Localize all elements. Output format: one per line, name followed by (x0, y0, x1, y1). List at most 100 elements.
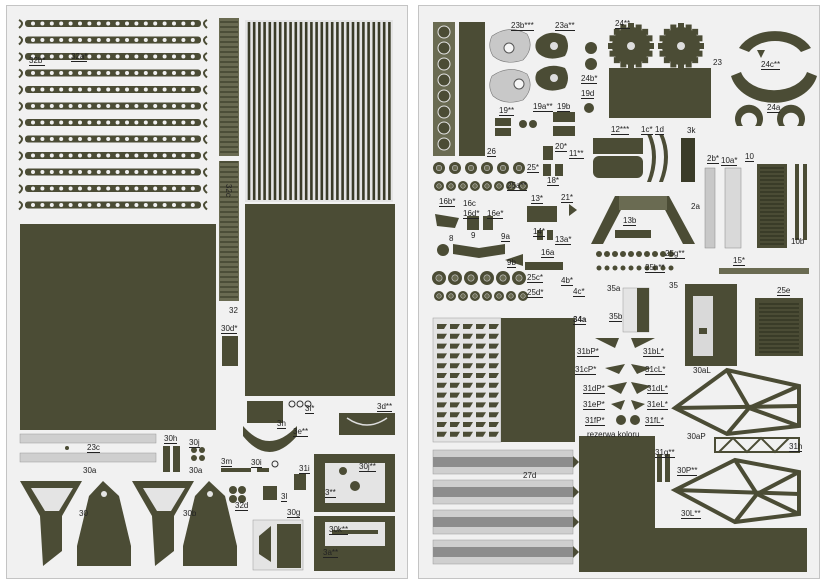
track-link-hole (68, 104, 73, 108)
track-link-hole (181, 203, 186, 207)
road-wheel-hub (520, 293, 526, 299)
block-27d-band (433, 547, 573, 557)
sprocket-tooth (642, 28, 649, 35)
road-wheel-hub (500, 165, 507, 172)
small-wheel-25h (596, 265, 602, 271)
track-link-hole (125, 104, 129, 108)
track-link-hole (106, 203, 111, 207)
label-21: 21* (561, 193, 574, 203)
road-wheel-hub (436, 293, 442, 299)
track-link-hole (143, 21, 148, 26)
sprocket-tooth (678, 63, 684, 69)
track-link-hook (18, 200, 208, 211)
track-link-hole (87, 137, 92, 141)
label-13: 13* (531, 194, 544, 204)
track-link-hole (153, 54, 158, 59)
label-32d: 32d (235, 501, 249, 511)
road-wheel-hub (472, 183, 478, 189)
track-link-hole (68, 71, 73, 75)
track-link-hole (125, 120, 129, 125)
track-tooth (476, 402, 486, 408)
track-link-strip (25, 201, 201, 209)
part-12 (593, 138, 643, 154)
wheel-26 (437, 121, 451, 135)
strip-23c-b (19, 452, 157, 463)
label-31h: 31h (789, 442, 803, 452)
track-tooth (476, 422, 486, 427)
track-tooth (463, 343, 473, 349)
frame-30P (670, 457, 801, 525)
track-link-hole (153, 203, 158, 207)
label-31fL: 31fL* (645, 416, 664, 426)
track-link-hole (59, 153, 64, 158)
sprocket-tooth (609, 35, 616, 42)
track-tooth (437, 353, 447, 359)
track-link-hole (59, 38, 64, 42)
track-link-strip (25, 168, 201, 176)
label-31dL: 31dL* (647, 384, 668, 394)
label-32: 32 (229, 306, 238, 315)
track-link-hole (143, 87, 148, 92)
track-link-hole (153, 104, 158, 108)
label-24b: 24b* (581, 74, 598, 84)
road-wheel-hub (508, 293, 514, 299)
part-26-strip (433, 22, 455, 156)
label-9b: 9b (507, 258, 516, 268)
label-3l: 3l (281, 492, 288, 502)
track-link-hole (115, 120, 120, 125)
track-link-hole (40, 203, 45, 207)
track-link-hole (106, 104, 111, 108)
label-25e: 25e (777, 286, 791, 296)
track-tooth (489, 373, 499, 378)
track-tooth (489, 324, 499, 329)
track-tooth (489, 431, 499, 437)
sprocket-tooth (609, 50, 616, 57)
track-link-hole (68, 186, 73, 191)
track-link-hole (40, 186, 45, 191)
track-link-hole (96, 186, 101, 191)
label-30P: 30P** (677, 466, 698, 476)
sprocket-tooth (628, 63, 634, 69)
part-3k (681, 138, 695, 182)
small-wheel-25h (620, 265, 626, 271)
track-link-strip (25, 69, 201, 77)
sprocket-tooth (635, 24, 642, 31)
road-wheel-hub (460, 293, 466, 299)
track-link-hole (68, 170, 73, 174)
track-link-hole (40, 21, 45, 26)
track-link-hole (125, 54, 129, 59)
label-3d: 3d** (377, 402, 393, 412)
sprocket-tooth (608, 43, 614, 49)
block-27d-tab (573, 516, 579, 528)
track-link-hole (190, 54, 195, 59)
track-tooth (489, 363, 499, 369)
track-tooth (437, 431, 447, 437)
label-23c: 23c (87, 443, 100, 453)
track-link-hole (153, 170, 158, 174)
label-16e: 16e* (487, 209, 504, 219)
small-wheel-25h (652, 265, 658, 271)
label-30L: 30L** (681, 509, 701, 519)
sprocket-tooth (685, 61, 692, 68)
label-16d: 16d* (463, 209, 480, 219)
small-wheel-25g (612, 251, 618, 257)
track-tooth (489, 422, 499, 427)
track-link-strip (25, 102, 201, 110)
track-link-hole (40, 120, 45, 125)
label-9: 9 (471, 231, 476, 240)
road-wheel-hub (516, 165, 523, 172)
label-10b: 10b (791, 237, 805, 246)
part-10 (757, 164, 787, 248)
wheel-26 (437, 105, 451, 119)
label-31cP: 31cP* (575, 365, 597, 375)
label-8: 8 (449, 234, 454, 243)
track-link-hole (31, 38, 35, 42)
track-tooth (463, 431, 473, 437)
track-link-hole (96, 170, 101, 174)
track-link-hole (106, 153, 111, 158)
track-tooth (437, 333, 447, 339)
strip-23c-a (19, 433, 157, 444)
track-link-hole (31, 87, 35, 92)
track-link-hole (59, 186, 64, 191)
road-wheel-hub (451, 274, 459, 282)
